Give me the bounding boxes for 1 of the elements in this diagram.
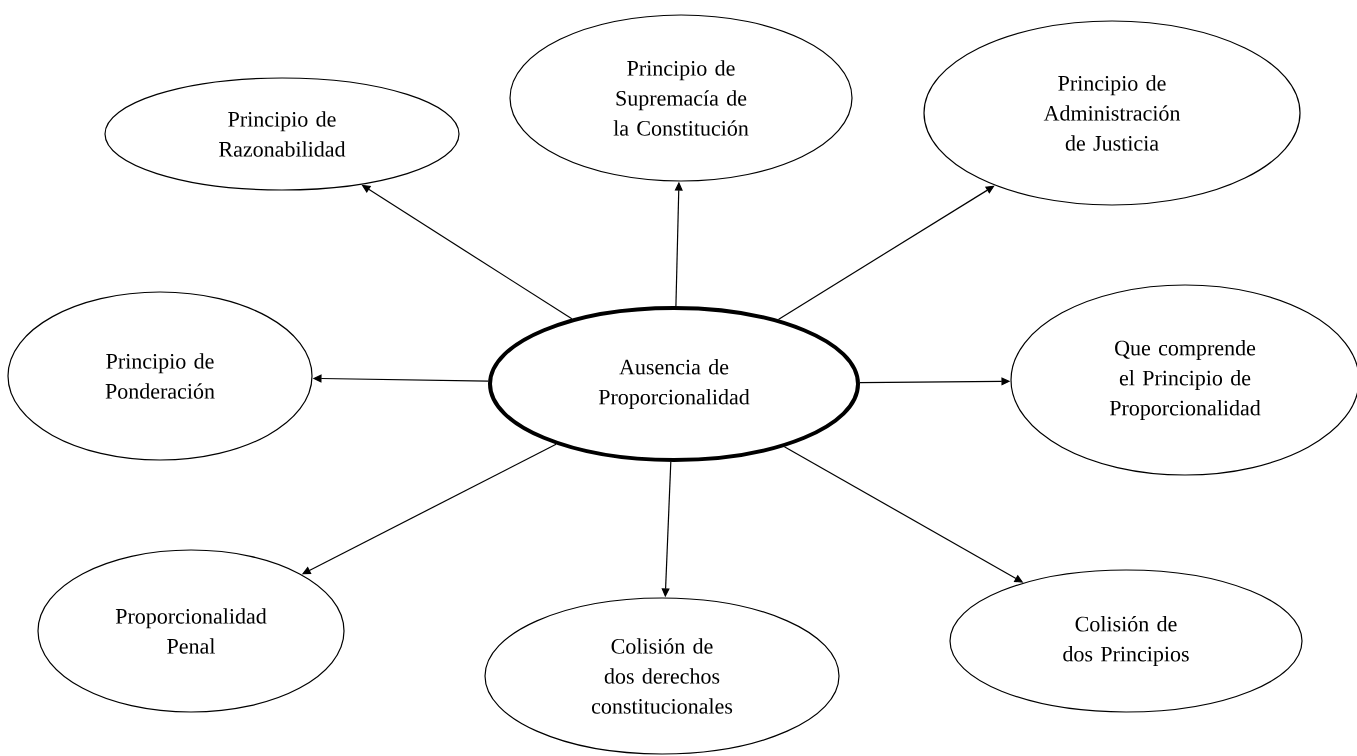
arrow (777, 185, 995, 321)
